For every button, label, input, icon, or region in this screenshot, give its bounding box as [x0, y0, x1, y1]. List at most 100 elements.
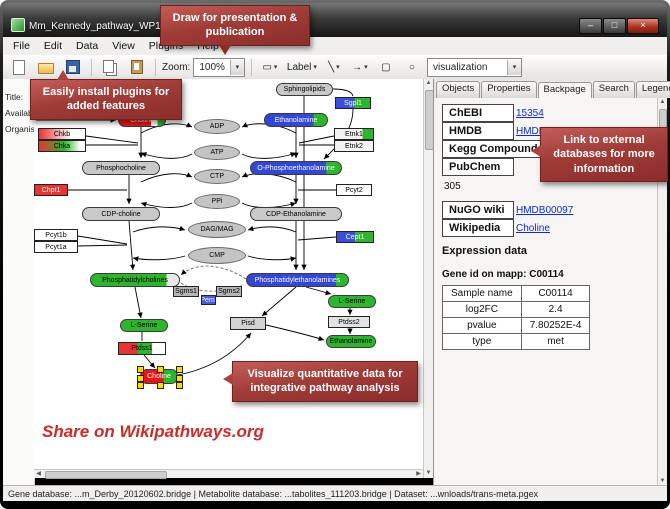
expression-cell: 7.80252E-4 — [520, 317, 591, 334]
paste-button[interactable] — [125, 57, 149, 78]
external-link[interactable]: 15354 — [516, 108, 544, 119]
expression-cell: pvalue — [442, 317, 522, 334]
new-file-button[interactable] — [7, 57, 31, 78]
pathway-node-pcyt1b[interactable]: Pcyt1b — [34, 229, 78, 241]
pathway-node-ethanolamine-top[interactable]: Ethanolamine — [264, 113, 328, 127]
scroll-down-icon[interactable]: ▼ — [425, 470, 432, 476]
zoom-combobox[interactable]: 100% ▾ — [193, 57, 245, 77]
visualization-combobox[interactable]: visualization ▾ — [427, 58, 522, 77]
selection-handle[interactable] — [176, 374, 183, 382]
gene-id-on-mapp-label: Gene id on mapp: C00114 — [442, 269, 564, 280]
pathway-node-sgms1[interactable]: Sgms1 — [173, 286, 199, 297]
pathway-node-chkb[interactable]: Chkb — [38, 128, 86, 140]
pathway-node-pemt[interactable]: Pemt — [201, 295, 216, 305]
expression-cell: C00114 — [520, 285, 591, 302]
menu-data[interactable]: Data — [76, 40, 99, 52]
minimize-button[interactable]: – — [579, 18, 602, 34]
pathway-node-ptdss2[interactable]: Ptdss2 — [328, 316, 370, 328]
tool-buttons: ▭▾Label▾╲▾→▾▢○◠▾ — [258, 57, 450, 78]
pathway-node-phosphatidylcholines[interactable]: Phosphatidylcholines — [90, 273, 180, 287]
scroll-left-icon[interactable]: ◀ — [36, 471, 41, 477]
selection-handle[interactable] — [137, 374, 144, 382]
scroll-up-icon[interactable]: ▲ — [425, 80, 432, 86]
pathway-node-sgms2[interactable]: Sgms2 — [216, 286, 242, 297]
pathway-node-pcyt1a[interactable]: Pcyt1a — [34, 241, 78, 253]
label-tool-button[interactable]: Label▾ — [284, 57, 320, 78]
section-header: Kegg Compound — [442, 140, 545, 158]
arrow-tool-button[interactable]: →▾ — [348, 57, 372, 78]
selection-handle[interactable] — [176, 366, 183, 373]
close-button[interactable]: × — [627, 18, 659, 34]
pathway-node-pcyt2[interactable]: Pcyt2 — [336, 184, 372, 196]
pathway-node-etnk2[interactable]: Etnk2 — [334, 140, 374, 152]
scroll-up-icon[interactable]: ▲ — [659, 99, 666, 105]
selection-handle[interactable] — [137, 366, 144, 373]
expression-data-title: Expression data — [442, 245, 527, 257]
zoom-value: 100% — [199, 61, 225, 73]
pathway-node-ctp[interactable]: CTP — [194, 169, 240, 184]
selection-handle[interactable] — [157, 382, 164, 389]
save-button[interactable] — [61, 57, 85, 78]
pathway-node-cdp-choline[interactable]: CDP-choline — [82, 207, 160, 221]
selection-handle[interactable] — [157, 366, 164, 373]
pathway-node-pisd[interactable]: Pisd — [230, 317, 266, 330]
visualization-value: visualization — [433, 62, 488, 73]
chevron-down-icon[interactable]: ▾ — [229, 59, 244, 75]
scrollbar-thumb[interactable] — [45, 471, 167, 479]
selection-handle[interactable] — [176, 382, 183, 389]
line-tool-icon: ╲ — [328, 61, 335, 73]
pathway-node-cept1[interactable]: Cept1 — [336, 231, 374, 243]
expression-cell: met — [520, 333, 591, 350]
menu-file[interactable]: File — [13, 40, 30, 52]
pathway-node-l-serine-left[interactable]: L-Serine — [120, 319, 168, 332]
label-tool-icon: Label — [286, 61, 312, 73]
canvas-vertical-scrollbar[interactable]: ▲ ▼ — [423, 79, 434, 478]
tab-objects[interactable]: Objects — [436, 81, 481, 98]
tab-properties[interactable]: Properties — [481, 81, 537, 98]
menu-view[interactable]: View — [112, 40, 135, 52]
line-tool-button[interactable]: ╲▾ — [322, 57, 346, 78]
app-icon — [11, 18, 25, 32]
pathway-node-chka[interactable]: Chka — [38, 140, 86, 152]
pathway-node-dag-mag[interactable]: DAG/MAG — [188, 221, 246, 238]
pathway-node-ppi[interactable]: PPi — [194, 194, 240, 209]
rectangle-tool-button[interactable]: ▢ — [374, 57, 398, 78]
section-header: PubChem — [442, 158, 514, 176]
info-panel: Title:Availability:Organism: — [3, 79, 35, 487]
callout-pointer — [219, 44, 231, 55]
pathway-node-cmp[interactable]: CMP — [188, 247, 246, 264]
canvas-horizontal-scrollbar[interactable]: ◀ ▶ — [34, 469, 423, 479]
pathway-node-adp[interactable]: ADP — [194, 119, 240, 134]
pathway-node-atp[interactable]: ATP — [194, 145, 240, 160]
pathway-node-ptdss1[interactable]: Ptdss1 — [118, 342, 166, 355]
tab-backpage[interactable]: Backpage — [537, 82, 592, 99]
pathway-node-etnk1[interactable]: Etnk1 — [334, 128, 374, 140]
pathway-node-o-phosphoethanolamine[interactable]: O-Phosphoethanolamine — [250, 161, 342, 175]
pathway-node-chpt1[interactable]: Chpt1 — [34, 184, 68, 196]
toolbar-separator — [155, 58, 156, 76]
pathway-node-sgpl1[interactable]: Sgpl1 — [335, 97, 371, 109]
selection-handle[interactable] — [137, 382, 144, 389]
copy-button[interactable] — [98, 57, 122, 78]
menu-edit[interactable]: Edit — [43, 40, 63, 52]
external-link[interactable]: Choline — [516, 223, 550, 234]
external-link[interactable]: HMDB00097 — [516, 205, 574, 216]
pathway-node-cdp-ethanolamine[interactable]: CDP-Ethanolamine — [250, 207, 342, 221]
maximize-button[interactable]: □ — [603, 18, 626, 34]
tab-search[interactable]: Search — [592, 81, 635, 98]
pathway-node-phosphatidylethanolamines[interactable]: Phosphatidylethanolamines — [246, 273, 349, 287]
open-button[interactable] — [34, 57, 58, 78]
callout-pointer — [531, 145, 541, 157]
tab-legend[interactable]: Legend — [635, 81, 670, 98]
pathway-node-l-serine-right[interactable]: L-Serine — [328, 295, 376, 308]
pathway-node-phosphocholine[interactable]: Phosphocholine — [82, 161, 160, 175]
datanode-tool-button[interactable]: ▭▾ — [258, 57, 282, 78]
pathway-node-ethanolamine-small[interactable]: Ethanolamine — [326, 335, 376, 348]
ellipse-tool-button[interactable]: ○ — [400, 57, 424, 78]
chevron-down-icon[interactable]: ▾ — [507, 60, 521, 75]
scroll-down-icon[interactable]: ▼ — [659, 478, 666, 484]
pathway-node-sphingolipids[interactable]: Sphingolipids — [276, 83, 333, 96]
scroll-right-icon[interactable]: ▶ — [416, 471, 421, 477]
